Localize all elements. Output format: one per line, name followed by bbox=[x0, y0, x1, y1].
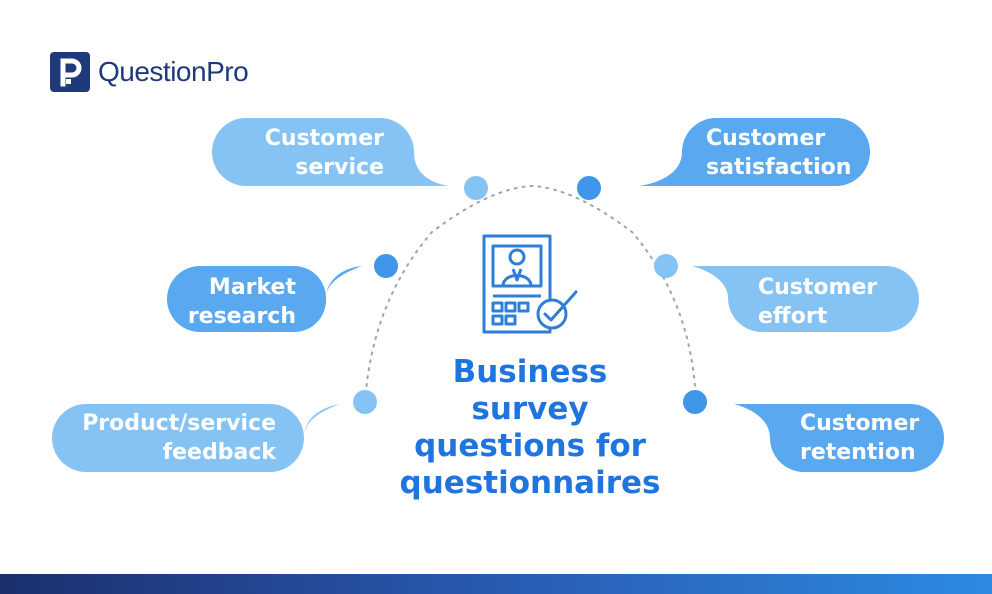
bubble-market-research bbox=[167, 266, 362, 333]
dotted-arc bbox=[364, 184, 697, 403]
bubble-customer-satisfaction bbox=[640, 118, 870, 186]
bubble-customer-retention bbox=[734, 404, 944, 472]
survey-profile-check-icon bbox=[482, 234, 578, 334]
page-title: Business survey questions for questionna… bbox=[399, 354, 661, 501]
questionpro-logo: QuestionPro bbox=[50, 52, 249, 92]
arc-dot-customer-service bbox=[464, 176, 488, 200]
questionpro-logo-icon bbox=[50, 52, 90, 92]
bubble-product-service-feedback bbox=[52, 404, 340, 472]
bubble-customer-effort bbox=[692, 266, 919, 332]
brand-name: QuestionPro bbox=[98, 56, 249, 87]
arc-dot-customer-satisfaction bbox=[577, 176, 601, 200]
footer-gradient-bar bbox=[0, 574, 992, 594]
arc-dot-customer-effort bbox=[654, 254, 678, 278]
arc-dot-customer-retention bbox=[683, 390, 707, 414]
arc-dot-product-service-feedback bbox=[353, 390, 377, 414]
arc-dot-market-research bbox=[374, 254, 398, 278]
bubble-customer-service bbox=[212, 118, 448, 186]
